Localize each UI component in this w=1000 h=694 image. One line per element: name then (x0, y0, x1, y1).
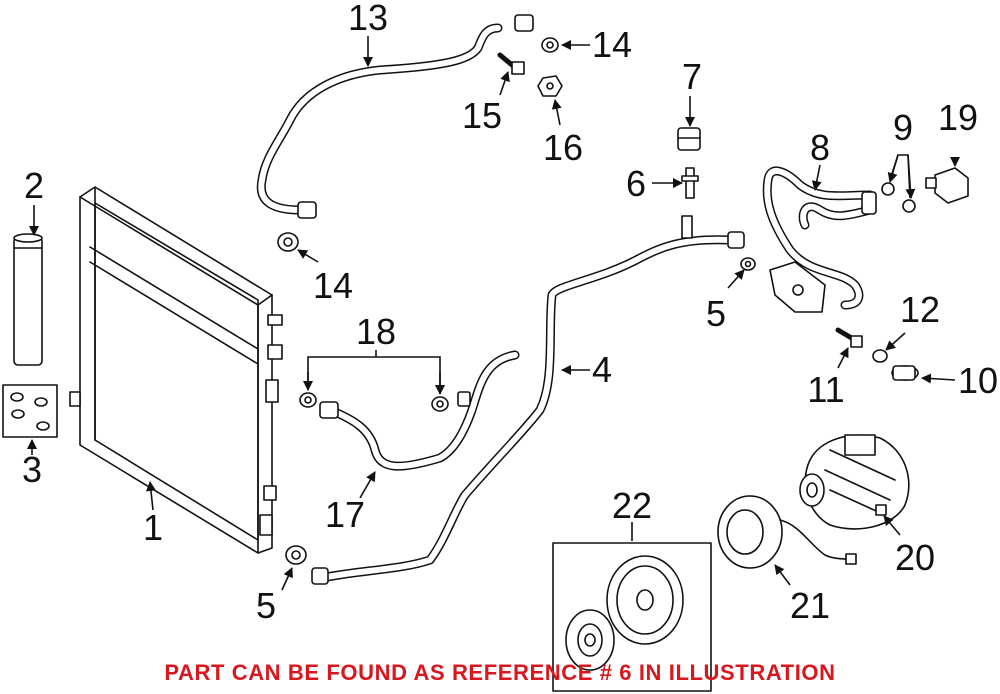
drier-cylinder (13, 233, 43, 366)
oring-14-top (541, 37, 559, 53)
callout-11: 11 (807, 369, 844, 410)
callout-20: 20 (895, 537, 935, 578)
bolt-15 (497, 52, 525, 75)
oring-5-right (740, 257, 756, 271)
oring-9-a (881, 182, 895, 196)
bolt-11 (835, 327, 863, 348)
callout-17: 17 (325, 494, 365, 535)
callout-9: 9 (893, 107, 913, 148)
callout-5-lower: 5 (256, 585, 276, 626)
callout-1: 1 (143, 507, 163, 548)
callout-12: 12 (900, 289, 940, 330)
callout-6: 6 (626, 163, 646, 204)
oring-9-b (902, 199, 916, 213)
valve-cap (677, 127, 701, 151)
callout-2: 2 (24, 165, 44, 206)
seal-kit (2, 384, 58, 438)
callout-14-top: 14 (592, 24, 632, 65)
callout-22: 22 (612, 485, 652, 526)
pressure-switch-10 (891, 365, 919, 381)
service-valve (681, 167, 699, 199)
callout-13: 13 (348, 0, 388, 38)
compressor (799, 434, 910, 530)
liquid-line (311, 215, 745, 585)
callout-labels: 1 2 3 4 5 5 6 7 8 9 10 11 12 13 14 14 15… (22, 0, 998, 626)
oring-14-left (277, 232, 299, 252)
callout-7: 7 (682, 56, 702, 97)
reference-note: PART CAN BE FOUND AS REFERENCE # 6 IN IL… (164, 660, 836, 685)
discharge-hose (256, 14, 534, 219)
pressure-sensor-19 (925, 167, 969, 204)
hose-assembly (762, 166, 877, 313)
callout-10: 10 (958, 360, 998, 401)
callout-21: 21 (790, 585, 830, 626)
callout-14-left: 14 (313, 265, 353, 306)
callout-15: 15 (462, 95, 502, 136)
clutch-coil (717, 495, 857, 569)
callout-4: 4 (592, 349, 612, 390)
nut-16 (537, 75, 563, 97)
clutch-kit-box (552, 542, 712, 692)
callout-3: 3 (22, 449, 42, 490)
callout-18: 18 (356, 311, 396, 352)
suction-hose (319, 350, 520, 471)
callout-5-upper: 5 (706, 293, 726, 334)
oring-12 (872, 349, 888, 363)
callout-16: 16 (543, 127, 583, 168)
oring-5-left (285, 545, 307, 565)
callout-19: 19 (938, 97, 978, 138)
callout-8: 8 (810, 127, 830, 168)
callout-pointers (27, 36, 960, 591)
oring-18-left (299, 392, 317, 408)
oring-18-right (431, 396, 449, 412)
condenser (69, 186, 283, 554)
